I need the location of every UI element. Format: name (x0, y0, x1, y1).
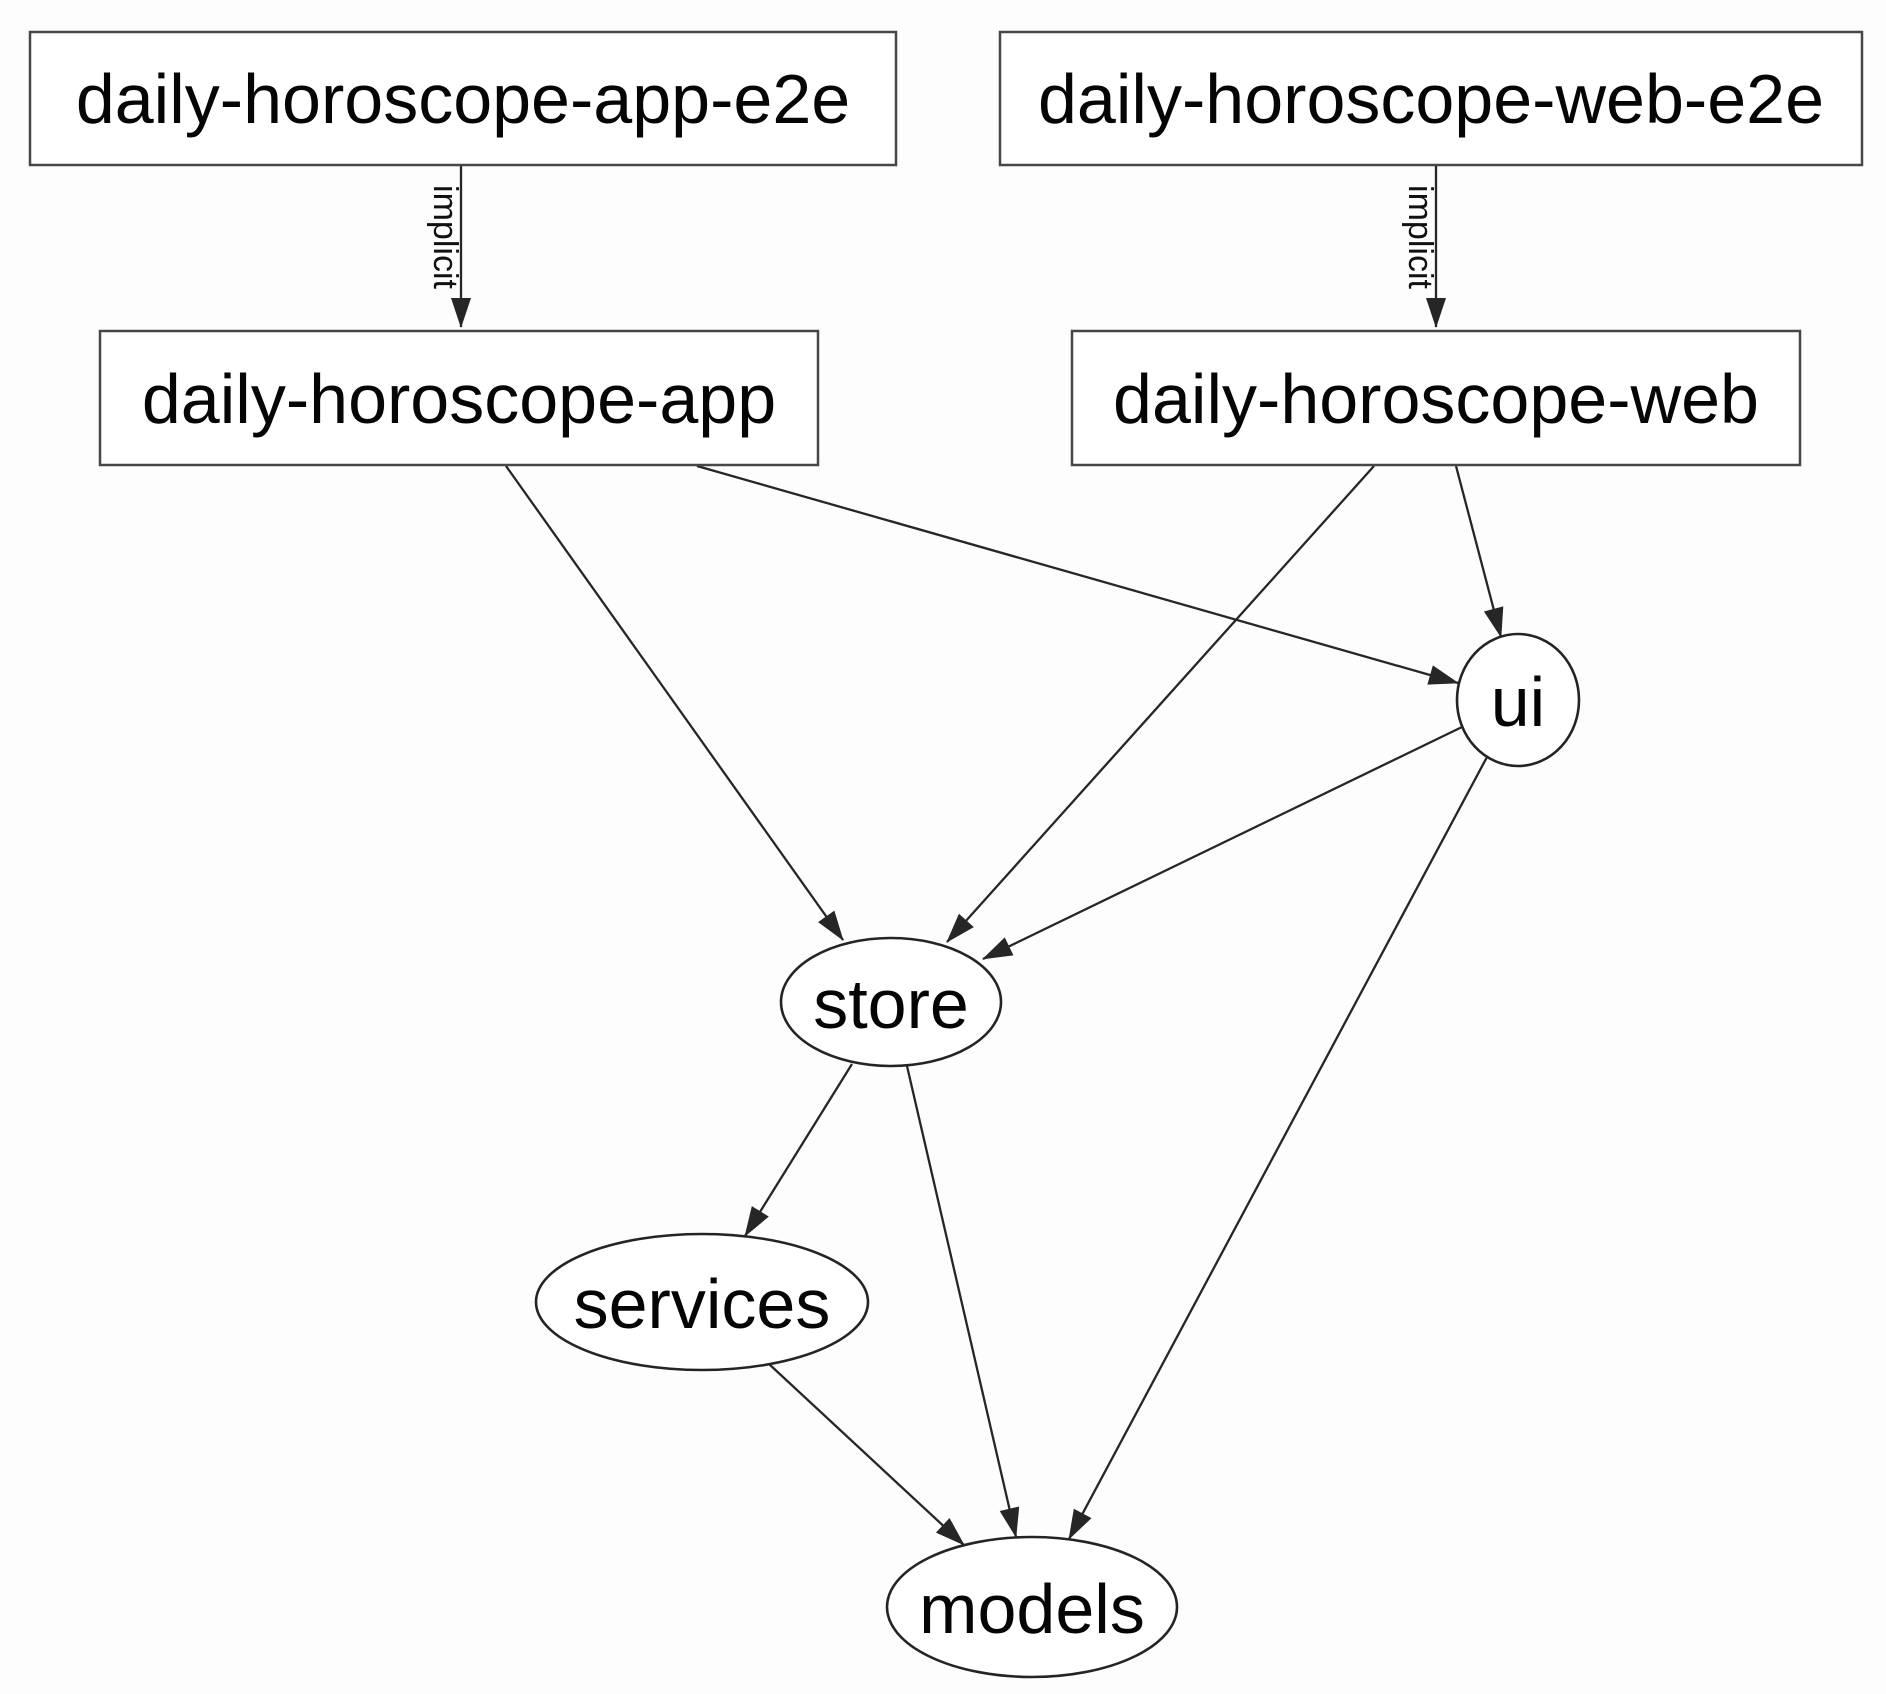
edge-store-to-models (905, 1065, 1020, 1538)
edge-web-to-store (946, 465, 1375, 943)
edge-web-to-ui (1454, 465, 1504, 638)
node-store[interactable]: store (779, 936, 1003, 1068)
node-label: store (813, 965, 969, 1043)
edges-layer: implicit implicit (426, 166, 1504, 1546)
node-label: services (574, 1265, 831, 1343)
node-daily-horoscope-app[interactable]: daily-horoscope-app (98, 329, 820, 467)
edge-ui-to-models (1067, 756, 1489, 1540)
edge-ui-to-store (982, 725, 1463, 961)
edge-app-to-ui (696, 464, 1459, 685)
node-daily-horoscope-app-e2e[interactable]: daily-horoscope-app-e2e (28, 30, 898, 167)
node-label: models (919, 1570, 1145, 1648)
node-label: daily-horoscope-web (1113, 360, 1759, 438)
edge-services-to-models (768, 1363, 965, 1546)
edge-label-implicit-app: implicit (426, 185, 464, 289)
node-daily-horoscope-web-e2e[interactable]: daily-horoscope-web-e2e (998, 30, 1864, 167)
node-models[interactable]: models (885, 1535, 1179, 1679)
nodes-layer: daily-horoscope-app-e2e daily-horoscope-… (28, 30, 1864, 1679)
node-label: ui (1491, 663, 1545, 741)
node-label: daily-horoscope-app-e2e (76, 60, 850, 138)
node-ui[interactable]: ui (1455, 632, 1581, 768)
node-label: daily-horoscope-app (142, 360, 776, 438)
edge-label-implicit-web: implicit (1401, 185, 1439, 289)
edge-app-to-store (505, 465, 844, 941)
edge-store-to-services (744, 1063, 853, 1237)
node-label: daily-horoscope-web-e2e (1038, 60, 1824, 138)
node-services[interactable]: services (534, 1232, 870, 1372)
node-daily-horoscope-web[interactable]: daily-horoscope-web (1070, 329, 1802, 467)
